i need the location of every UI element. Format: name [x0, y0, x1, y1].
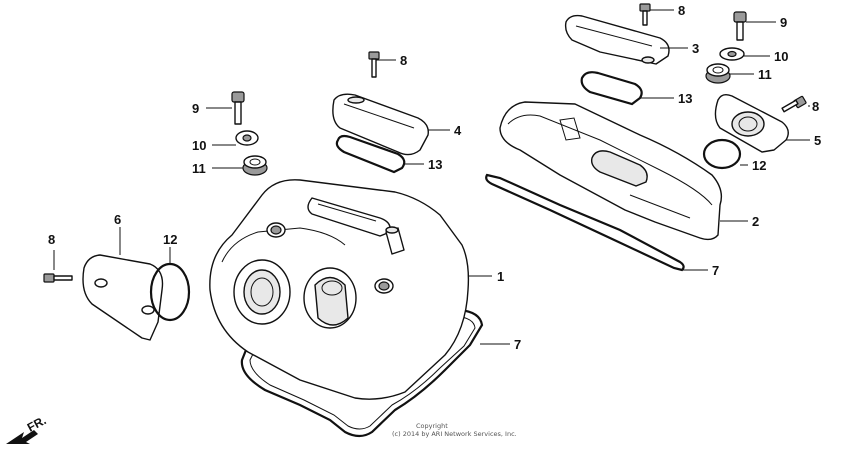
- callout-8-right: 8: [812, 99, 819, 114]
- side-cover: [82, 254, 164, 341]
- outer-cover-shell: [499, 101, 723, 241]
- callout-8-top-right: 8: [678, 3, 685, 18]
- cover-gasket-center: [335, 134, 406, 174]
- bolt-left: [43, 273, 73, 283]
- callout-10-left: 10: [192, 138, 206, 153]
- callout-7-upper: 7: [712, 263, 719, 278]
- washer-right: [719, 47, 745, 61]
- callout-8-left: 8: [48, 232, 55, 247]
- callout-1: 1: [497, 269, 504, 284]
- bolt-upper-center: [368, 51, 380, 78]
- copyright-line-1: Copyright: [416, 422, 448, 430]
- callout-9-left: 9: [192, 101, 199, 116]
- arrow-icon: [6, 430, 38, 444]
- callout-2: 2: [752, 214, 759, 229]
- bolt-right: [781, 95, 807, 113]
- callout-10-right: 10: [774, 49, 788, 64]
- small-cover-center: [332, 93, 429, 156]
- small-cover-top-right: [564, 14, 670, 65]
- rubber-seal-right: [705, 63, 731, 84]
- callout-11-right: 11: [758, 67, 772, 82]
- front-direction-arrow: FR.: [6, 413, 48, 444]
- grommet-bolt-right: [733, 11, 747, 41]
- callout-8-center: 8: [400, 53, 407, 68]
- callout-13-center: 13: [428, 157, 442, 172]
- plate-seal-ring: [702, 138, 742, 170]
- callout-labels: 1 2 3 4 5 6 7 7 8 8 8 8 9 9 10 10 11 11 …: [48, 3, 821, 352]
- callout-11-left: 11: [192, 161, 206, 176]
- cover-plate: [714, 93, 789, 153]
- rubber-seal-left: [242, 155, 268, 176]
- head-cover-gasket-lower: [240, 308, 484, 438]
- washer-left: [235, 130, 259, 146]
- callout-12-right: 12: [752, 158, 766, 173]
- callout-7-lower: 7: [514, 337, 521, 352]
- cover-gasket-top-right: [580, 71, 643, 106]
- copyright-line-2: (c) 2014 by ARI Network Services, Inc.: [392, 430, 517, 438]
- callout-6: 6: [114, 212, 121, 227]
- callout-3: 3: [692, 41, 699, 56]
- front-label: FR.: [25, 413, 49, 434]
- grommet-bolt-left: [231, 91, 245, 125]
- bolt-top-right: [639, 3, 651, 26]
- leader-lines: [53, 9, 810, 345]
- cylinder-head-cover: [209, 179, 470, 400]
- callout-9-right: 9: [780, 15, 787, 30]
- callout-5: 5: [814, 133, 821, 148]
- callout-12-left: 12: [163, 232, 177, 247]
- callout-4: 4: [454, 123, 462, 138]
- callout-13-top-right: 13: [678, 91, 692, 106]
